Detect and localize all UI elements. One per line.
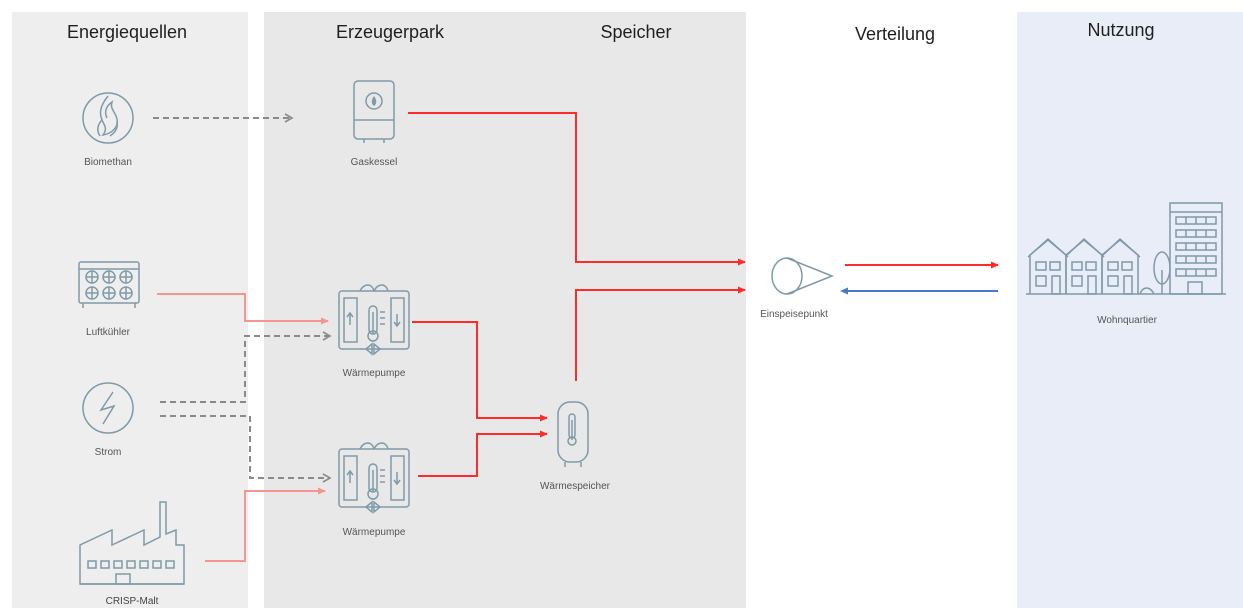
air-cooler-icon (78, 261, 140, 308)
flow-power-to-heat-pump-2 (160, 415, 332, 483)
column-title-distribution: Verteilung (854, 24, 936, 44)
node-label-air-cooler: Luftkühler (86, 327, 130, 338)
column-title-energy-sources: Energiequellen (66, 22, 188, 42)
energy-sources-panel (12, 12, 248, 608)
flow-heat-pump-1-to-storage (412, 321, 548, 422)
heat-pump-icon (338, 442, 410, 514)
flow-gas-boiler-to-feed-in (408, 112, 746, 266)
flow-power-to-heat-pump-1 (160, 331, 332, 403)
node-label-feed-in-point: Einspeisepunkt (760, 309, 828, 320)
lightning-icon (82, 382, 134, 434)
column-title-storage: Speicher (600, 22, 672, 42)
node-label-heat-pump-1: Wärmepumpe (342, 368, 406, 379)
heat-pump-icon (338, 284, 410, 356)
flow-heat-storage-to-feed-in (575, 286, 746, 381)
flow-crisp-malt-to-heat-pump-2 (205, 487, 326, 562)
flow-air-cooler-to-heat-pump-1 (157, 293, 329, 325)
feed-in-point-icon (771, 257, 835, 295)
node-label-power: Strom (94, 447, 122, 458)
node-label-heat-storage: Wärmespeicher (539, 481, 611, 492)
flow-heat-pump-2-to-storage (418, 430, 548, 477)
flame-icon (82, 92, 134, 144)
node-label-residential-district: Wohnquartier (1097, 315, 1157, 326)
factory-icon (79, 501, 185, 585)
node-label-crisp-malt: CRISP-Malt (105, 596, 159, 607)
usage-panel (1017, 12, 1243, 608)
node-label-heat-pump-2: Wärmepumpe (342, 527, 406, 538)
node-label-biomethane: Biomethan (84, 157, 132, 168)
column-title-usage: Nutzung (1087, 20, 1155, 40)
column-title-generator-park: Erzeugerpark (335, 22, 445, 42)
heat-storage-icon (557, 401, 589, 467)
residential-district-icon (1026, 202, 1226, 295)
gas-boiler-icon (353, 80, 395, 143)
node-label-gas-boiler: Gaskessel (350, 157, 398, 168)
